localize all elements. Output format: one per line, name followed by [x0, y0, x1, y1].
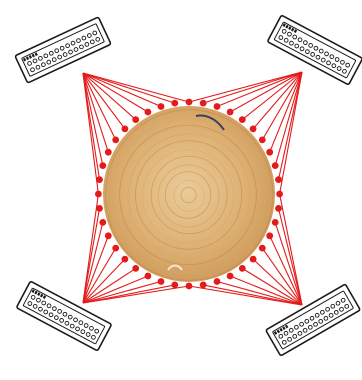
- electrode-dot: [214, 278, 221, 285]
- electrode-dot: [200, 100, 207, 107]
- log-cross-section: [103, 106, 275, 282]
- electrode-dot: [214, 103, 221, 110]
- wire-line: [83, 276, 148, 303]
- wire-line: [253, 72, 302, 129]
- electrode-dot: [186, 99, 193, 106]
- electrode-dot: [259, 245, 266, 252]
- electrode-dot: [112, 245, 119, 252]
- electrode-dot: [95, 191, 102, 198]
- wire-line: [83, 73, 161, 107]
- electrode-dot: [105, 149, 112, 156]
- electrode-dot: [158, 103, 165, 110]
- electrode-dot: [227, 109, 234, 116]
- electrode-dot: [259, 137, 266, 144]
- sensor-top-left: [15, 17, 111, 83]
- electrode-dot: [105, 232, 112, 239]
- electrode-dot: [250, 125, 257, 132]
- wire-line: [217, 72, 302, 107]
- electrode-dot: [158, 278, 165, 285]
- wire-line: [275, 72, 302, 166]
- electrode-dot: [96, 205, 103, 212]
- electrode-dot: [272, 219, 279, 226]
- electrode-dot: [275, 176, 282, 183]
- electrode-dot: [186, 283, 193, 290]
- electrode-dot: [276, 191, 283, 198]
- electrode-dot: [145, 109, 152, 116]
- electrode-dot: [239, 265, 246, 272]
- electrode-dot: [272, 162, 279, 169]
- electrode-dot: [145, 273, 152, 280]
- electrode-dot: [99, 219, 106, 226]
- electrode-dot: [122, 125, 129, 132]
- sensor-top-right: [267, 15, 362, 85]
- electrode-dot: [227, 273, 234, 280]
- wire-line: [270, 72, 302, 152]
- electrode-dot: [132, 265, 139, 272]
- electrode-dot: [122, 256, 129, 263]
- electrode-dot: [266, 149, 273, 156]
- electrode-dot: [99, 162, 106, 169]
- electrode-dot: [171, 100, 178, 107]
- wire-line: [83, 73, 175, 103]
- electrode-dot: [250, 256, 257, 263]
- sensor-bottom-right: [266, 284, 361, 356]
- sensor-bottom-left: [16, 281, 111, 351]
- wire-line: [189, 72, 302, 102]
- electrode-dot: [275, 205, 282, 212]
- wire-line: [279, 208, 303, 305]
- wire-line: [230, 72, 302, 112]
- electrode-dot: [112, 137, 119, 144]
- electrode-dot: [200, 282, 207, 289]
- electrode-dot: [171, 282, 178, 289]
- wire-line: [83, 236, 108, 303]
- electrode-dot: [132, 116, 139, 123]
- electrode-dot: [266, 232, 273, 239]
- electrode-dot: [96, 176, 103, 183]
- electrode-dot: [239, 116, 246, 123]
